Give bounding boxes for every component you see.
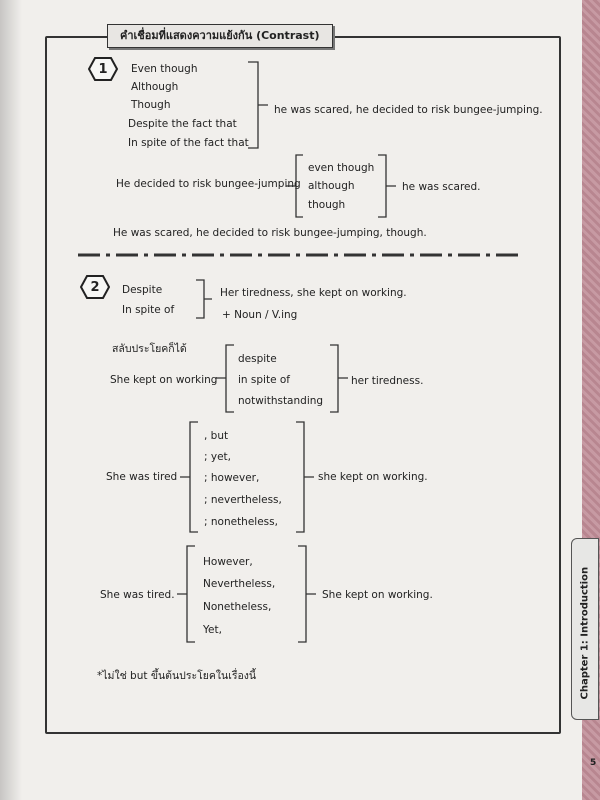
s1-ex2-left: He decided to risk bungee-jumping xyxy=(116,178,301,190)
s1-item-although: Although xyxy=(131,81,179,93)
s2-ex1-right: her tiredness. xyxy=(351,375,424,387)
section-2-badge: 2 xyxy=(80,275,110,299)
s2-ex3-nonetheless: Nonetheless, xyxy=(203,601,272,613)
s1-item-despite-fact: Despite the fact that xyxy=(128,118,237,130)
chapter-side-tab: Chapter 1: Introduction xyxy=(571,538,599,720)
s2-ex1-notwithstanding: notwithstanding xyxy=(238,395,324,407)
page-fold-shadow xyxy=(0,0,22,800)
section-heading: คำเชื่อมที่แสดงความแย้งกัน (Contrast) xyxy=(107,24,333,48)
s2-footnote: *ไม่ใช่ but ขึ้นต้นประโยคในเรื่องนี้ xyxy=(97,670,257,682)
s1-item-even-though: Even though xyxy=(131,63,198,75)
s2-ex1-despite: despite xyxy=(238,353,277,365)
s1-item-in-spite-fact: In spite of the fact that xyxy=(128,137,249,149)
page-number: 5 xyxy=(590,758,597,768)
s2-ex2-however: ; however, xyxy=(204,472,260,484)
s2-ex1-left: She kept on working xyxy=(110,374,218,386)
s2-ex1-in-spite-of: in spite of xyxy=(238,374,290,386)
s2-ex3-however: However, xyxy=(203,556,253,568)
s1-ex2-even-though: even though xyxy=(308,162,375,174)
s1-ex2-although: although xyxy=(308,180,355,192)
s2-ex2-left: She was tired xyxy=(106,471,178,483)
s2-ex3-left: She was tired. xyxy=(100,589,175,601)
section-divider xyxy=(78,253,518,257)
s1-ex3: He was scared, he decided to risk bungee… xyxy=(113,227,427,239)
s2-ex2-but: , but xyxy=(204,430,229,442)
s2-ex3-right: She kept on working. xyxy=(322,589,433,601)
s1-ex2-right: he was scared. xyxy=(402,181,481,193)
s2-line1: Her tiredness, she kept on working. xyxy=(220,287,407,299)
s2-ex2-right: she kept on working. xyxy=(318,471,428,483)
book-page xyxy=(0,0,582,800)
s2-swap-note: สลับประโยคก็ได้ xyxy=(112,343,187,355)
hexagon-icon xyxy=(80,275,110,299)
hexagon-icon xyxy=(88,57,118,81)
section-1-number: 1 xyxy=(98,61,108,77)
s1-result-text: he was scared, he decided to risk bungee… xyxy=(274,104,543,116)
s2-item-in-spite-of: In spite of xyxy=(122,304,175,316)
section-1-badge: 1 xyxy=(88,57,118,81)
s2-ex2-nevertheless: ; nevertheless, xyxy=(204,494,282,506)
s2-ex2-yet: ; yet, xyxy=(204,451,232,463)
s2-item-despite: Despite xyxy=(122,284,163,296)
section-2-number: 2 xyxy=(90,279,100,295)
s1-ex2-though: though xyxy=(308,199,346,211)
s2-ex2-nonetheless: ; nonetheless, xyxy=(204,516,278,528)
s2-line2: + Noun / V.ing xyxy=(222,309,298,321)
s1-item-though: Though xyxy=(131,99,171,111)
chapter-tab-label: Chapter 1: Introduction xyxy=(579,566,591,700)
s2-ex3-yet: Yet, xyxy=(203,624,222,636)
s2-ex3-nevertheless: Nevertheless, xyxy=(203,578,276,590)
